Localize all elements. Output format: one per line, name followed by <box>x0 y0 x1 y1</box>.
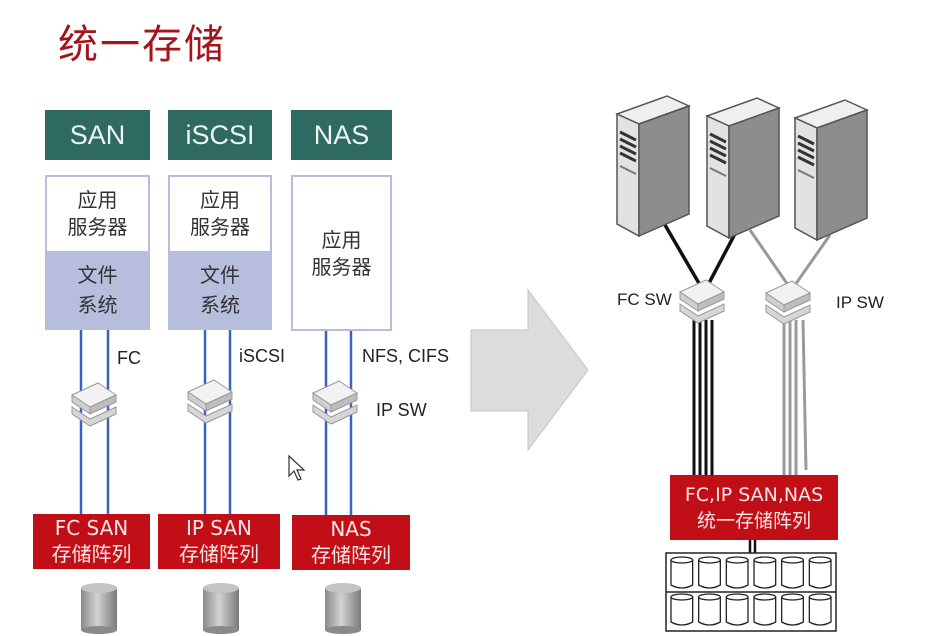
mouse-cursor-icon <box>288 454 306 481</box>
fc-protocol-label: FC <box>117 348 141 368</box>
ip-sw-icon <box>765 280 811 325</box>
iscsi-protocol-label: iSCSI <box>239 346 286 366</box>
fc-storage-links <box>692 320 714 477</box>
storage-label-line2: 统一存储阵列 <box>696 510 811 532</box>
ip-san-storage: IP SAN 存储阵列 <box>158 514 280 569</box>
disk-icon <box>725 593 749 626</box>
unified-storage: FC,IP SAN,NAS 统一存储阵列 <box>670 475 838 540</box>
server-label-line2: 服务器 <box>190 215 250 239</box>
left-links <box>79 330 353 515</box>
disk-icon <box>808 556 832 589</box>
storage-label-line1: IP SAN <box>185 516 253 540</box>
nas-protocol-label: NFS, CIFS <box>362 346 450 366</box>
nas-storage: NAS 存储阵列 <box>292 515 410 570</box>
iscsi-file-system: 文件 系统 <box>168 251 272 330</box>
server-label-line1: 应用 <box>200 188 240 212</box>
ip-sw-label: IP SW <box>376 400 427 420</box>
server-label-line2: 服务器 <box>67 215 128 239</box>
fc-switch-icon <box>71 382 117 427</box>
disk-icon <box>698 593 721 626</box>
storage-label-line2: 存储阵列 <box>51 542 132 566</box>
server-icon <box>793 98 869 242</box>
fs-label-line2: 系统 <box>200 293 240 317</box>
iscsi-switch-icon <box>187 379 233 424</box>
fc-links <box>663 224 739 286</box>
storage-label-line2: 存储阵列 <box>311 543 391 567</box>
disk-icon <box>781 556 804 589</box>
ip-storage-links <box>782 319 808 477</box>
fs-label-line1: 文件 <box>200 263 240 287</box>
fs-label-line2: 系统 <box>77 293 118 317</box>
disk-icon <box>725 556 749 589</box>
disk-icons <box>81 583 361 634</box>
ip-sw-label-right: IP SW <box>836 293 884 312</box>
unified-disk-array <box>665 552 837 632</box>
disk-icon <box>670 593 694 626</box>
disk-icon <box>753 593 777 626</box>
server-label-line1: 应用 <box>321 228 362 252</box>
iscsi-header: iSCSI <box>168 110 272 160</box>
storage-label-line1: FC SAN <box>54 516 129 540</box>
disk-icon <box>781 593 804 626</box>
server-label-line1: 应用 <box>77 188 118 212</box>
fc-sw-icon <box>679 279 725 324</box>
disk-icon <box>698 556 721 589</box>
disk-icon <box>670 556 694 589</box>
san-header: SAN <box>45 110 150 160</box>
disk-icon <box>808 593 832 626</box>
ip-links <box>748 229 832 286</box>
nas-app-server: 应用 服务器 <box>291 175 392 331</box>
san-file-system: 文件 系统 <box>45 251 150 330</box>
page-title: 统一存储 <box>58 22 226 68</box>
fs-label-line1: 文件 <box>77 263 118 287</box>
transition-arrow-icon <box>470 288 589 452</box>
fc-san-storage: FC SAN 存储阵列 <box>33 514 150 569</box>
storage-label-line1: FC,IP SAN,NAS <box>684 484 824 506</box>
fc-sw-label: FC SW <box>617 290 672 309</box>
storage-label-line2: 存储阵列 <box>179 542 259 566</box>
nas-header: NAS <box>291 110 392 160</box>
disk-icon <box>753 556 777 589</box>
server-label-line2: 服务器 <box>311 255 372 279</box>
server-icon <box>705 96 781 240</box>
server-icon <box>615 94 691 238</box>
storage-label-line1: NAS <box>330 517 372 541</box>
